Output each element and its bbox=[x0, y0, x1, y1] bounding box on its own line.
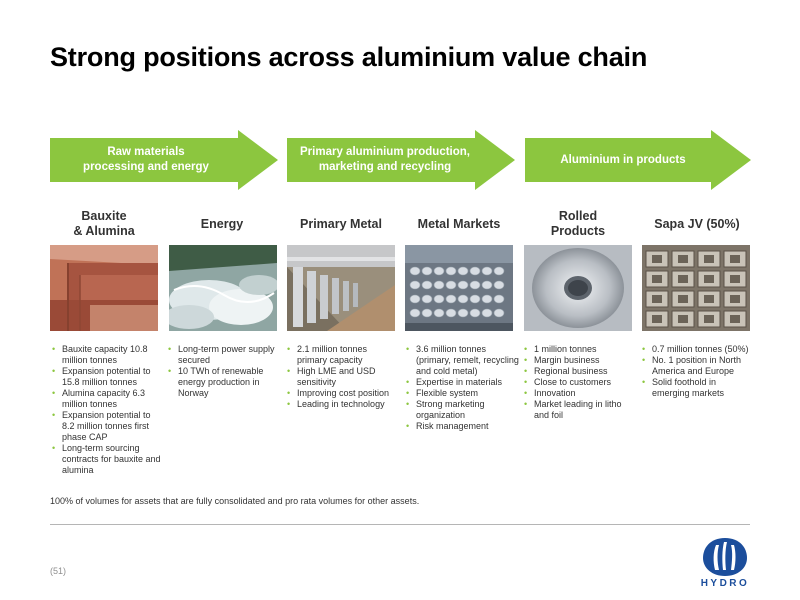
arrow-label-line2: processing and energy bbox=[83, 161, 209, 173]
arrow-shape bbox=[525, 130, 751, 190]
arrow-primary-aluminium: Primary aluminium production, marketing a… bbox=[287, 130, 515, 190]
arrow-label-line2: marketing and recycling bbox=[318, 161, 452, 173]
sapa-photo bbox=[642, 245, 750, 331]
list-item: 0.7 million tonnes (50%) bbox=[642, 344, 754, 355]
list-item: Solid foothold in emerging markets bbox=[642, 377, 754, 399]
column-heading-primary-metal: Primary Metal bbox=[283, 208, 399, 240]
column-heading-bauxite: Bauxite& Alumina bbox=[46, 208, 162, 240]
metal-markets-photo bbox=[405, 245, 513, 331]
list-item: 3.6 million tonnes (primary, remelt, rec… bbox=[406, 344, 520, 377]
list-item: Long-term sourcing contracts for bauxite… bbox=[52, 443, 164, 476]
primary-metal-bullets: 2.1 million tonnes primary capacity High… bbox=[287, 344, 399, 410]
sapa-bullets: 0.7 million tonnes (50%) No. 1 position … bbox=[642, 344, 754, 399]
heading-line1: Sapa JV (50%) bbox=[654, 216, 740, 231]
heading-line1: Bauxite bbox=[81, 209, 127, 223]
list-item: Margin business bbox=[524, 355, 636, 366]
list-item: Long-term power supply secured bbox=[168, 344, 280, 366]
energy-photo bbox=[169, 245, 277, 331]
rolled-products-bullets: 1 million tonnes Margin business Regiona… bbox=[524, 344, 636, 421]
footer-divider bbox=[50, 524, 750, 525]
list-item: Bauxite capacity 10.8 million tonnes bbox=[52, 344, 164, 366]
heading-line2: & Alumina bbox=[73, 224, 135, 238]
arrow-aluminium-products: Aluminium in products bbox=[525, 130, 751, 190]
arrow-label-line1: Primary aluminium production, bbox=[300, 146, 470, 158]
bauxite-photo bbox=[50, 245, 158, 331]
heading-line1: Metal Markets bbox=[417, 216, 501, 231]
list-item: Improving cost position bbox=[287, 388, 399, 399]
page-title: Strong positions across aluminium value … bbox=[50, 42, 648, 72]
metal-markets-bullets: 3.6 million tonnes (primary, remelt, rec… bbox=[406, 344, 520, 432]
list-item: Risk management bbox=[406, 421, 520, 432]
logo-wordmark: HYDRO bbox=[700, 578, 750, 589]
list-item: Alumina capacity 6.3 million tonnes bbox=[52, 388, 164, 410]
arrow-shape bbox=[287, 130, 515, 190]
heading-line1: Energy bbox=[200, 216, 244, 231]
arrow-label: Aluminium in products bbox=[525, 130, 721, 190]
list-item: Regional business bbox=[524, 366, 636, 377]
list-item: Strong marketing organization bbox=[406, 399, 520, 421]
primary-metal-photo bbox=[287, 245, 395, 331]
list-item: Innovation bbox=[524, 388, 636, 399]
list-item: Flexible system bbox=[406, 388, 520, 399]
hydro-logo-icon bbox=[696, 536, 754, 590]
page-number: (51) bbox=[50, 566, 67, 576]
list-item: Expansion potential to 15.8 million tonn… bbox=[52, 366, 164, 388]
bauxite-bullets: Bauxite capacity 10.8 million tonnes Exp… bbox=[52, 344, 164, 476]
arrow-label: Raw materials processing and energy bbox=[50, 130, 242, 190]
arrow-shape bbox=[50, 130, 278, 190]
list-item: Expertise in materials bbox=[406, 377, 520, 388]
arrow-label-line1: Raw materials bbox=[107, 146, 185, 158]
rolled-products-photo bbox=[524, 245, 632, 331]
arrow-label: Primary aluminium production, marketing a… bbox=[287, 130, 483, 190]
column-heading-sapa: Sapa JV (50%) bbox=[639, 208, 755, 240]
heading-line1: Primary Metal bbox=[300, 216, 382, 231]
list-item: High LME and USD sensitivity bbox=[287, 366, 399, 388]
energy-bullets: Long-term power supply secured 10 TWh of… bbox=[168, 344, 280, 399]
heading-line2: Products bbox=[550, 224, 606, 238]
list-item: No. 1 position in North America and Euro… bbox=[642, 355, 754, 377]
list-item: Market leading in litho and foil bbox=[524, 399, 636, 421]
list-item: 10 TWh of renewable energy production in… bbox=[168, 366, 280, 399]
list-item: Close to customers bbox=[524, 377, 636, 388]
column-heading-metal-markets: Metal Markets bbox=[401, 208, 517, 240]
list-item: 2.1 million tonnes primary capacity bbox=[287, 344, 399, 366]
arrow-label-line1: Aluminium in products bbox=[560, 153, 686, 166]
heading-line1: Rolled bbox=[558, 209, 598, 223]
footnote: 100% of volumes for assets that are full… bbox=[50, 496, 420, 506]
list-item: Expansion potential to 8.2 million tonne… bbox=[52, 410, 164, 443]
list-item: Leading in technology bbox=[287, 399, 399, 410]
arrow-raw-materials: Raw materials processing and energy bbox=[50, 130, 278, 190]
column-heading-energy: Energy bbox=[164, 208, 280, 240]
list-item: 1 million tonnes bbox=[524, 344, 636, 355]
